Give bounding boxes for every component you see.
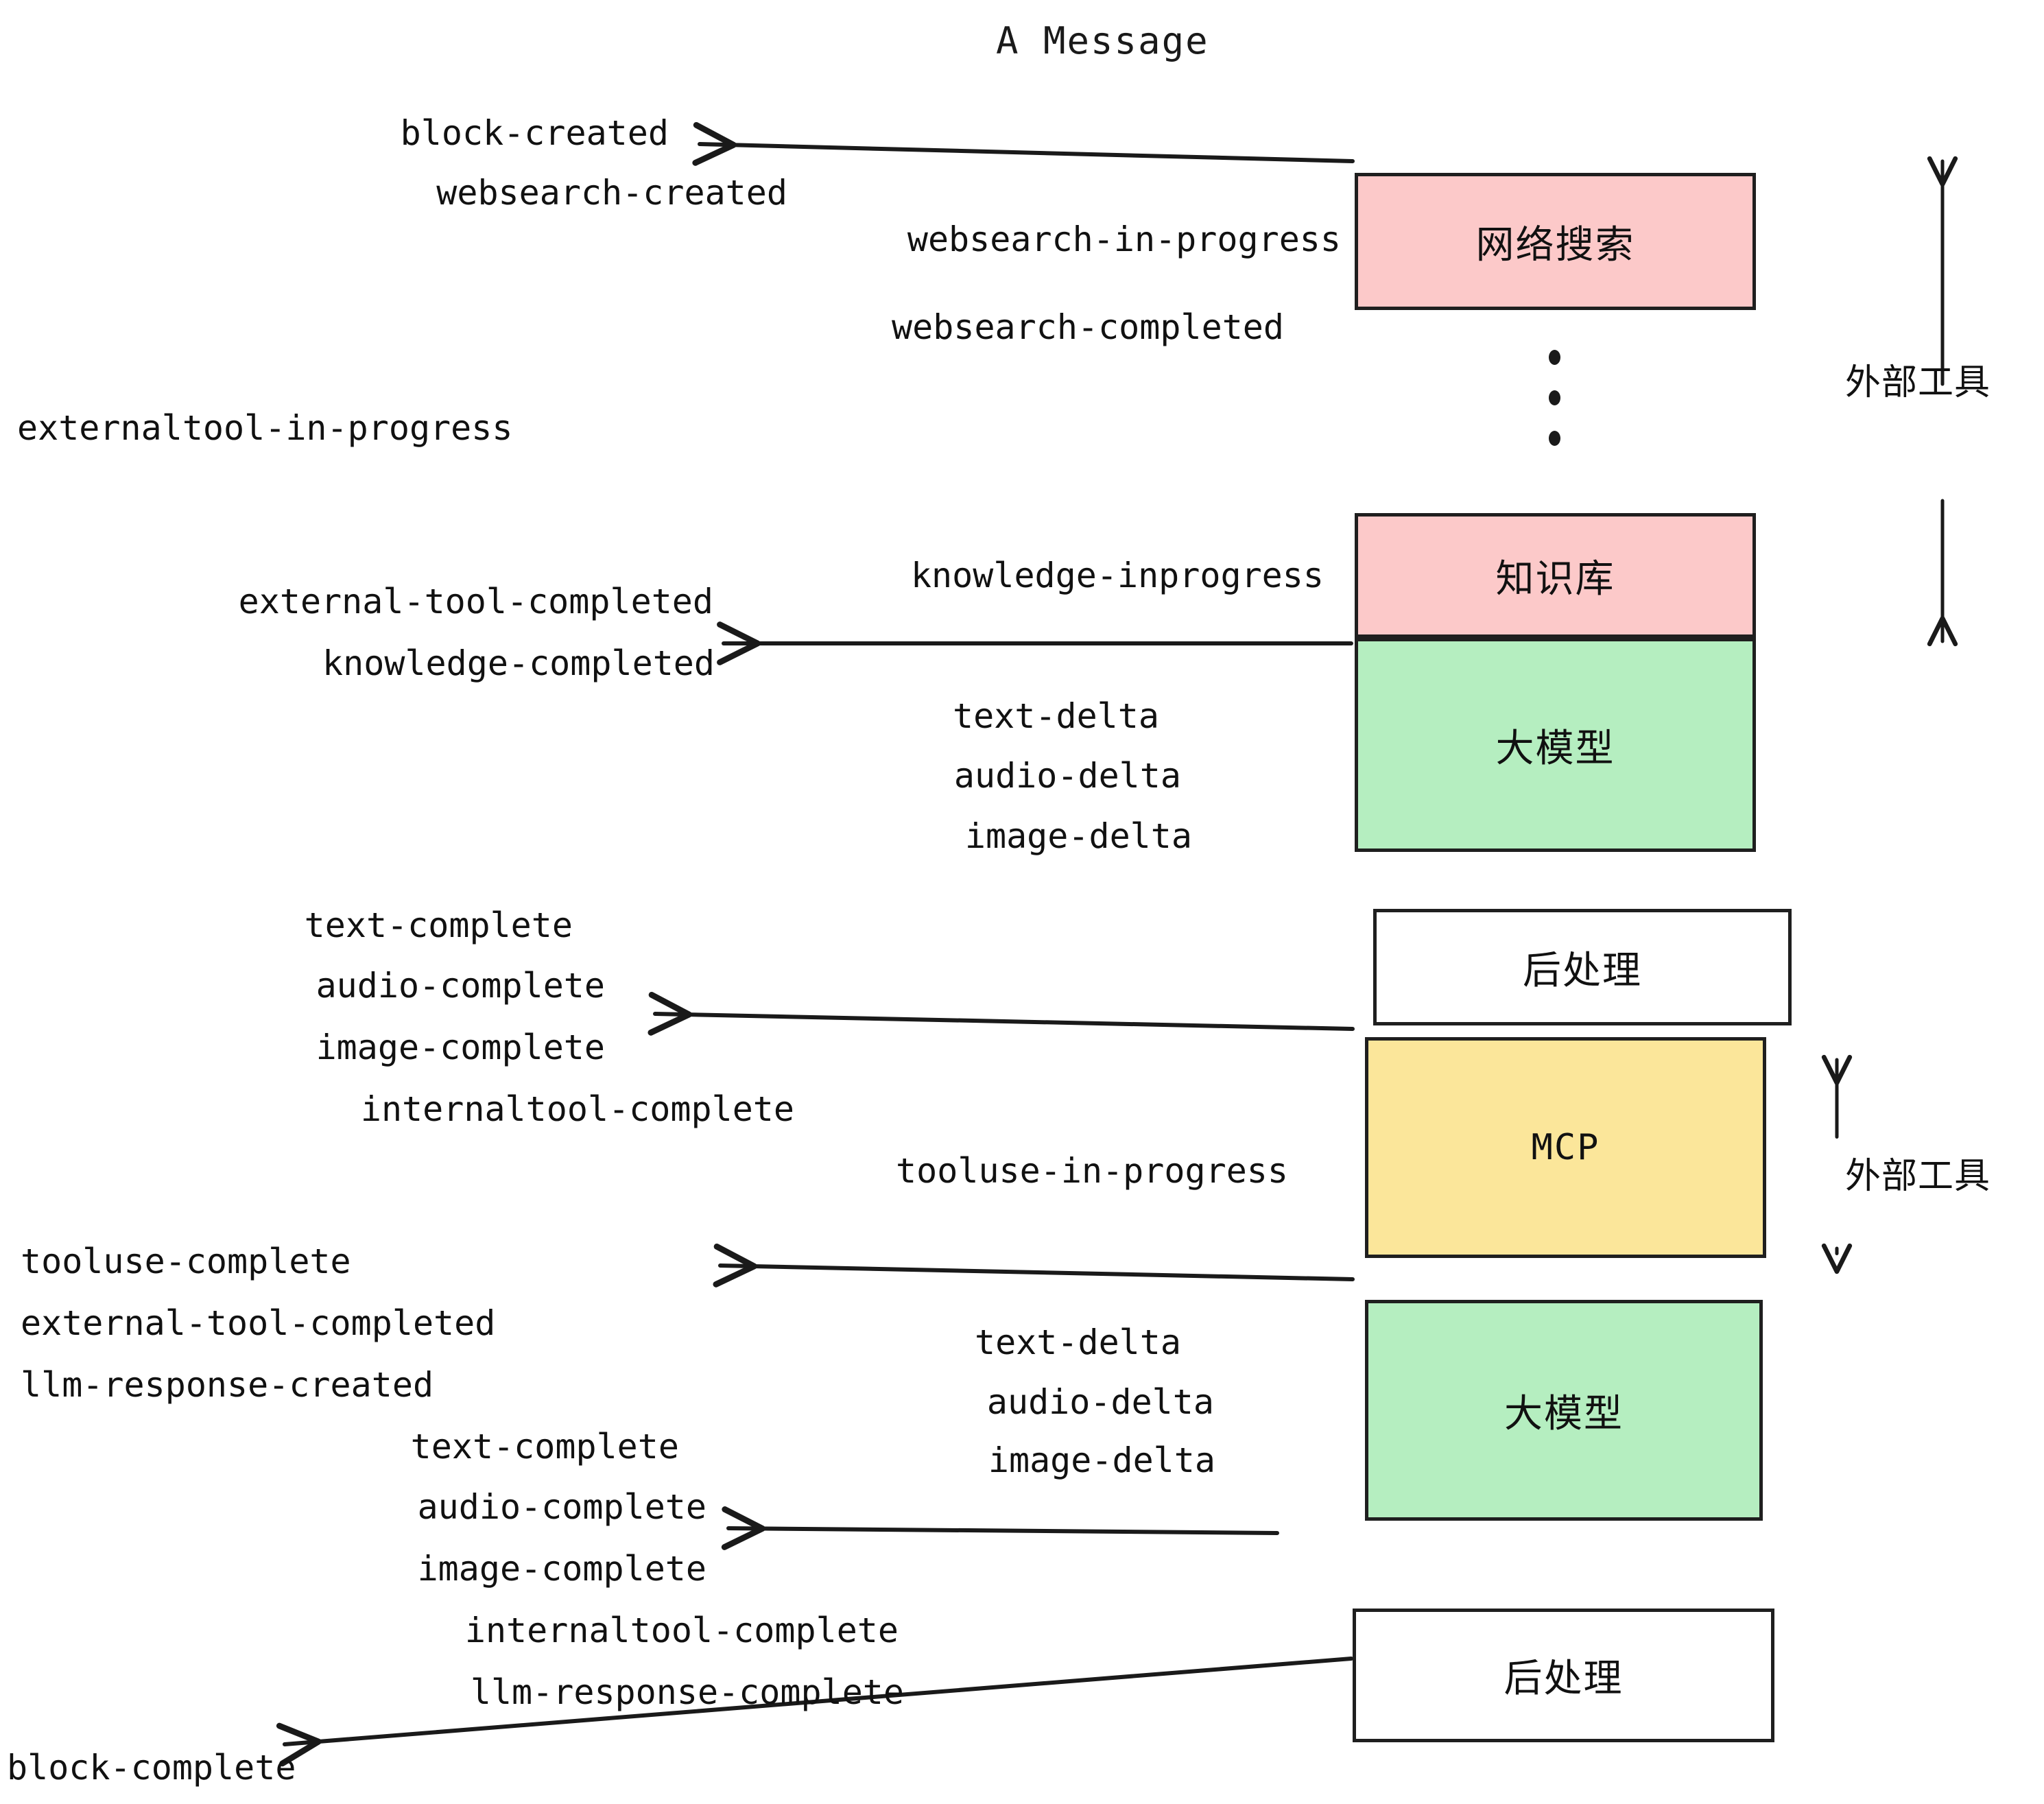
node-post-2: 后处理 — [1353, 1609, 1774, 1742]
event-label: internaltool-complete — [360, 1089, 794, 1129]
side-label-external-tools-bottom: 外部工具 — [1845, 1156, 1991, 1197]
event-label: websearch-completed — [892, 307, 1284, 347]
node-websearch: 网络搜索 — [1355, 173, 1756, 310]
node-llm-2: 大模型 — [1365, 1300, 1763, 1521]
node-label: 大模型 — [1495, 726, 1615, 771]
event-label: audio-delta — [953, 756, 1181, 796]
node-label: 大模型 — [1504, 1391, 1624, 1436]
node-post-1: 后处理 — [1373, 909, 1792, 1025]
connector-tooluse-complete-arrow — [713, 1243, 1355, 1287]
event-label: image-delta — [988, 1440, 1215, 1480]
side-label-external-tools-top: 外部工具 — [1845, 362, 1991, 403]
event-label: audio-complete — [417, 1487, 706, 1527]
event-label: image-complete — [417, 1549, 706, 1589]
event-label: text-delta — [974, 1322, 1181, 1362]
event-label: text-complete — [304, 905, 573, 945]
event-label: websearch-created — [436, 173, 787, 213]
event-label: internaltool-complete — [464, 1611, 899, 1650]
event-label: external-tool-completed — [21, 1303, 496, 1343]
node-llm-1: 大模型 — [1355, 638, 1756, 852]
node-knowledge: 知识库 — [1355, 513, 1756, 638]
node-label: 网络搜索 — [1475, 222, 1635, 268]
page-title: A Message — [996, 19, 1209, 62]
node-label: 后处理 — [1523, 948, 1642, 993]
event-label: knowledge-inprogress — [910, 556, 1324, 595]
event-label: text-complete — [410, 1427, 679, 1467]
event-label: websearch-in-progress — [907, 219, 1341, 259]
event-label: block-created — [400, 113, 669, 153]
vertical-ellipsis-icon — [1549, 350, 1560, 446]
event-label: tooluse-in-progress — [896, 1151, 1288, 1191]
node-mcp: MCP — [1365, 1037, 1766, 1258]
event-label: image-complete — [316, 1028, 605, 1067]
connector-audio-complete-arrow — [721, 1506, 1279, 1550]
node-label: MCP — [1531, 1127, 1600, 1168]
event-label: block-complete — [7, 1748, 296, 1788]
event-label: tooluse-complete — [21, 1242, 351, 1281]
node-label: 知识库 — [1495, 556, 1615, 602]
event-label: text-delta — [952, 696, 1159, 736]
event-label: image-delta — [964, 816, 1192, 856]
event-label: audio-complete — [316, 966, 605, 1006]
event-label: llm-response-complete — [470, 1672, 904, 1712]
node-label: 后处理 — [1504, 1657, 1624, 1701]
event-label: knowledge-completed — [322, 643, 715, 683]
connector-image-complete-arrow — [647, 991, 1355, 1036]
event-label: llm-response-created — [21, 1365, 434, 1405]
connector-block-created-arrow — [692, 121, 1355, 166]
event-label: audio-delta — [986, 1382, 1214, 1422]
event-label: external-tool-completed — [238, 582, 713, 621]
event-label: externaltool-in-progress — [17, 408, 513, 448]
